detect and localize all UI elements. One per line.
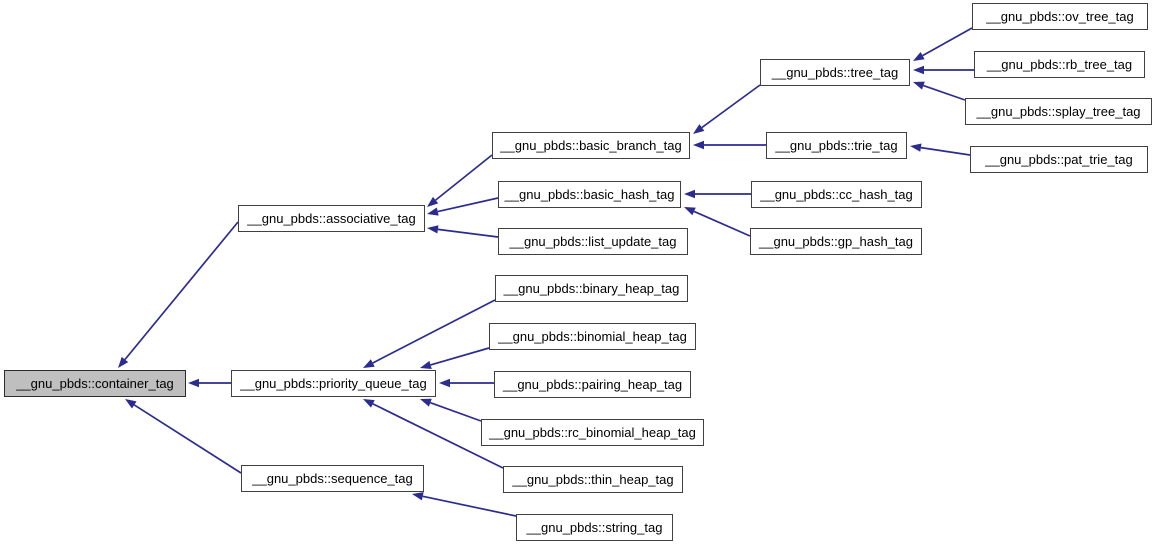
node-rc_binomial_heap_tag[interactable]: __gnu_pbds::rc_binomial_heap_tag: [481, 419, 704, 446]
edge-line: [133, 404, 242, 474]
edge-arrowhead: [693, 140, 704, 150]
node-container_tag[interactable]: __gnu_pbds::container_tag: [4, 370, 186, 397]
node-ov_tree_tag[interactable]: __gnu_pbds::ov_tree_tag: [972, 3, 1148, 30]
node-splay_tree_tag[interactable]: __gnu_pbds::splay_tree_tag: [965, 98, 1152, 125]
node-label: __gnu_pbds::rb_tree_tag: [986, 57, 1133, 72]
edge-line: [437, 228, 499, 238]
edge-arrowhead: [188, 378, 199, 388]
node-gp_hash_tag[interactable]: __gnu_pbds::gp_hash_tag: [750, 228, 922, 255]
node-label: __gnu_pbds::basic_hash_tag: [504, 187, 675, 202]
node-thin_heap_tag[interactable]: __gnu_pbds::thin_heap_tag: [503, 466, 683, 493]
node-label: __gnu_pbds::cc_hash_tag: [760, 187, 913, 202]
edge-line: [372, 299, 496, 364]
node-label: __gnu_pbds::pairing_heap_tag: [502, 377, 683, 392]
edge-line: [435, 154, 493, 201]
node-priority_queue_tag[interactable]: __gnu_pbds::priority_queue_tag: [231, 370, 436, 397]
edge-arrowhead: [427, 207, 439, 216]
node-associative_tag[interactable]: __gnu_pbds::associative_tag: [238, 205, 425, 232]
node-label: __gnu_pbds::basic_branch_tag: [500, 138, 682, 153]
edge-arrowhead: [427, 196, 439, 207]
edge-line: [693, 210, 751, 237]
edge-arrowhead: [693, 124, 705, 134]
node-sequence_tag[interactable]: __gnu_pbds::sequence_tag: [241, 465, 424, 492]
edge-arrowhead: [363, 359, 375, 368]
edge-line: [124, 221, 239, 361]
node-rb_tree_tag[interactable]: __gnu_pbds::rb_tree_tag: [974, 51, 1145, 78]
node-basic_branch_tag[interactable]: __gnu_pbds::basic_branch_tag: [492, 132, 690, 159]
node-list_update_tag[interactable]: __gnu_pbds::list_update_tag: [498, 228, 688, 255]
node-trie_tag[interactable]: __gnu_pbds::trie_tag: [766, 132, 907, 159]
node-label: __gnu_pbds::thin_heap_tag: [512, 472, 674, 487]
node-pairing_heap_tag[interactable]: __gnu_pbds::pairing_heap_tag: [494, 371, 691, 398]
edge-arrowhead: [125, 399, 137, 409]
edge-line: [701, 84, 761, 129]
node-label: __gnu_pbds::associative_tag: [247, 211, 416, 226]
edge-arrowhead: [412, 492, 424, 501]
edge-line: [430, 347, 490, 366]
node-label: __gnu_pbds::binary_heap_tag: [503, 281, 680, 296]
edge-arrowhead: [420, 360, 432, 369]
node-label: __gnu_pbds::binomial_heap_tag: [498, 329, 687, 344]
edge-line: [923, 84, 966, 101]
edge-line: [922, 27, 973, 57]
node-label: __gnu_pbds::string_tag: [526, 520, 663, 535]
edge-arrowhead: [910, 143, 922, 152]
node-label: __gnu_pbds::ov_tree_tag: [986, 9, 1134, 24]
edge-arrowhead: [420, 398, 432, 407]
node-label: __gnu_pbds::gp_hash_tag: [759, 234, 913, 249]
node-pat_trie_tag[interactable]: __gnu_pbds::pat_trie_tag: [970, 146, 1148, 173]
edge-arrowhead: [913, 65, 924, 75]
edge-line: [920, 146, 971, 156]
edge-line: [430, 401, 482, 422]
edge-arrowhead: [118, 356, 129, 368]
node-label: __gnu_pbds::priority_queue_tag: [240, 376, 427, 391]
edge-arrowhead: [363, 399, 375, 408]
edge-arrowhead: [427, 225, 439, 234]
node-string_tag[interactable]: __gnu_pbds::string_tag: [516, 514, 673, 541]
edge-arrowhead: [684, 207, 696, 216]
node-label: __gnu_pbds::splay_tree_tag: [976, 104, 1141, 119]
edge-line: [422, 495, 517, 517]
node-label: __gnu_pbds::container_tag: [16, 376, 174, 391]
edge-arrowhead: [684, 189, 695, 199]
node-binary_heap_tag[interactable]: __gnu_pbds::binary_heap_tag: [495, 275, 688, 302]
edge-arrowhead: [913, 81, 925, 90]
node-label: __gnu_pbds::tree_tag: [771, 65, 899, 80]
node-label: __gnu_pbds::sequence_tag: [252, 471, 413, 486]
edge-arrowhead: [913, 51, 925, 61]
node-label: __gnu_pbds::pat_trie_tag: [985, 152, 1133, 167]
node-binomial_heap_tag[interactable]: __gnu_pbds::binomial_heap_tag: [489, 323, 696, 350]
node-basic_hash_tag[interactable]: __gnu_pbds::basic_hash_tag: [498, 181, 681, 208]
edge-line: [437, 197, 499, 213]
node-label: __gnu_pbds::list_update_tag: [509, 234, 677, 249]
node-cc_hash_tag[interactable]: __gnu_pbds::cc_hash_tag: [751, 181, 922, 208]
node-tree_tag[interactable]: __gnu_pbds::tree_tag: [760, 59, 910, 86]
edge-arrowhead: [439, 378, 450, 388]
node-label: __gnu_pbds::trie_tag: [775, 138, 898, 153]
node-label: __gnu_pbds::rc_binomial_heap_tag: [489, 425, 696, 440]
